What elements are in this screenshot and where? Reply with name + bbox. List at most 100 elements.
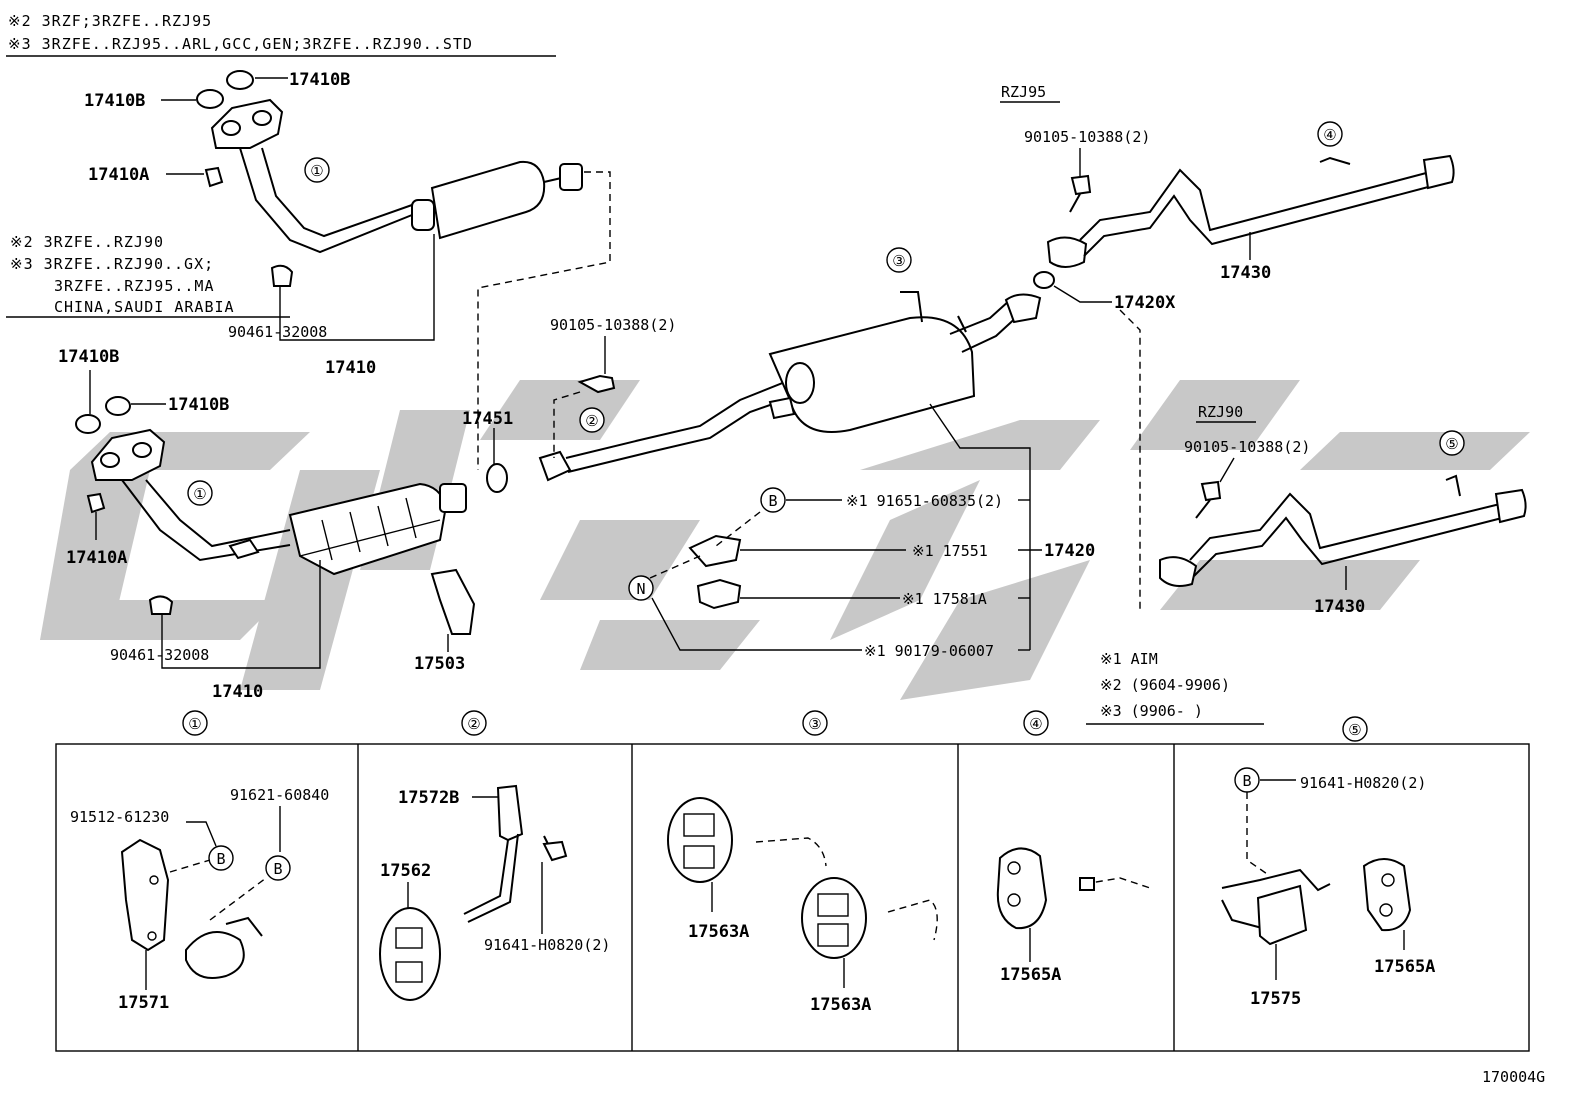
- side-note-2: ※3 3RZFE..RZJ90..GX;: [10, 255, 214, 273]
- bracket-17503: [430, 568, 476, 635]
- variant-label-rzj90: RZJ90: [1198, 403, 1243, 421]
- leader: [651, 597, 862, 651]
- part-label-17503: 17503: [414, 654, 465, 674]
- panel5-label-17575: 17575: [1250, 989, 1301, 1009]
- tail-pipe-rzj90: [1159, 474, 1527, 587]
- svg-text:③: ③: [808, 715, 821, 733]
- nut: [204, 166, 224, 188]
- pipe-flange: [1004, 293, 1042, 324]
- bolt: [1070, 174, 1092, 196]
- part-label-17410: 17410: [325, 358, 376, 378]
- svg-text:B: B: [216, 850, 225, 868]
- gasket-ring: [196, 89, 224, 109]
- tail-pipe-rzj95: [1033, 154, 1455, 289]
- leader: [279, 234, 435, 341]
- pipe-flange: [538, 450, 572, 482]
- leader: [929, 403, 1031, 650]
- center-pipe-muffler: [538, 291, 1042, 482]
- callout-circle: [886, 247, 912, 273]
- panel3-label-17563a: 17563A: [688, 922, 749, 942]
- callout-2: ②: [585, 412, 598, 430]
- svg-text:B: B: [273, 860, 282, 878]
- bracket-17551: [688, 534, 742, 568]
- panel2-label-91641: 91641-H0820(2): [484, 936, 610, 954]
- marker-b: [760, 487, 786, 513]
- part-label-17430: 17430: [1220, 263, 1271, 283]
- part-label-90105: 90105-10388(2): [550, 316, 676, 334]
- gasket-17420x: [1033, 271, 1055, 289]
- panel5-label-91641: 91641-H0820(2): [1300, 774, 1426, 792]
- svg-text:②: ②: [467, 715, 480, 733]
- dashed-connector: [1119, 309, 1141, 610]
- callout-5: ⑤: [1445, 435, 1458, 453]
- marker-n: [628, 575, 654, 601]
- panel-number: [1342, 716, 1368, 742]
- header-note-2: ※3 3RZFE..RZJ95..ARL,GCC,GEN;3RZFE..RZJ9…: [8, 35, 473, 53]
- part-label-17581a: ※1 17581A: [902, 590, 987, 608]
- clamp: [148, 595, 174, 615]
- front-pipe-top: [196, 70, 583, 287]
- panel4-label-17565a: 17565A: [1000, 965, 1061, 985]
- header-note-1: ※2 3RZF;3RZFE..RZJ95: [8, 12, 212, 30]
- callout-1: ①: [193, 485, 206, 503]
- marker-b: [265, 855, 291, 881]
- bracket-17575: [1256, 884, 1308, 946]
- figure-code: 170004G: [1482, 1068, 1545, 1086]
- callout-circle: [1317, 121, 1343, 147]
- svg-text:①: ①: [188, 715, 201, 733]
- clamp: [185, 931, 245, 979]
- rubber-hanger-17565a: [996, 847, 1048, 930]
- part-label-17410b: 17410B: [289, 70, 350, 90]
- svg-text:B: B: [768, 492, 777, 510]
- callout-circle: [579, 407, 605, 433]
- dashed-connector: [553, 391, 581, 458]
- panel5-label-17565a: 17565A: [1374, 957, 1435, 977]
- callout-4: ④: [1323, 126, 1336, 144]
- rubber-hanger-17562: [379, 907, 441, 1001]
- part-label-17420: 17420: [1044, 541, 1095, 561]
- main-muffler: [768, 316, 976, 433]
- pipe-flange: [1046, 236, 1088, 268]
- part-label-17410b: 17410B: [168, 395, 229, 415]
- bracket-17572b: [496, 784, 524, 842]
- svg-text:⑤: ⑤: [1348, 721, 1361, 739]
- panel1-label-91512: 91512-61230: [70, 808, 169, 826]
- part-label-17451: 17451: [462, 409, 513, 429]
- part-label-90179: ※1 90179-06007: [864, 642, 994, 660]
- part-label-17410b: 17410B: [58, 347, 119, 367]
- gasket-17451: [486, 463, 508, 493]
- part-label-17410b: 17410B: [84, 91, 145, 111]
- svg-text:N: N: [636, 580, 645, 598]
- front-pipe-catalyst: [75, 396, 508, 635]
- side-note-4: CHINA,SAUDI ARABIA: [54, 298, 235, 316]
- bolt: [1200, 480, 1222, 502]
- gasket-ring: [226, 70, 254, 90]
- part-label-90105: 90105-10388(2): [1184, 438, 1310, 456]
- part-label-17410: 17410: [212, 682, 263, 702]
- bracket-17571: [120, 838, 170, 952]
- callout-3: ③: [892, 252, 905, 270]
- svg-text:B: B: [1242, 772, 1251, 790]
- panel-number: [1023, 710, 1049, 736]
- part-label-17410a: 17410A: [88, 165, 149, 185]
- panel2-label-17562: 17562: [380, 861, 431, 881]
- panel1-label-91621: 91621-60840: [230, 786, 329, 804]
- part-label-17410a: 17410A: [66, 548, 127, 568]
- support-17581a: [696, 578, 742, 610]
- panel-number: [461, 710, 487, 736]
- variant-label-rzj95: RZJ95: [1001, 83, 1046, 101]
- side-note-3: 3RZFE..RZJ95..MA: [54, 277, 215, 295]
- clamp: [270, 264, 294, 287]
- part-label-17420x: 17420X: [1114, 293, 1176, 313]
- leader: [1053, 285, 1112, 303]
- legend-line-3: ※3 (9906- ): [1100, 702, 1203, 720]
- bolt: [542, 840, 568, 862]
- panel3-label-17563a: 17563A: [810, 995, 871, 1015]
- callout-1: ①: [310, 162, 323, 180]
- detail-frame: [55, 743, 1530, 1052]
- bolt: [577, 374, 616, 394]
- pre-muffler: [430, 160, 546, 240]
- panel1-label-17571: 17571: [118, 993, 169, 1013]
- callout-circle: [304, 157, 330, 183]
- part-label-90461: 90461-32008: [110, 646, 209, 664]
